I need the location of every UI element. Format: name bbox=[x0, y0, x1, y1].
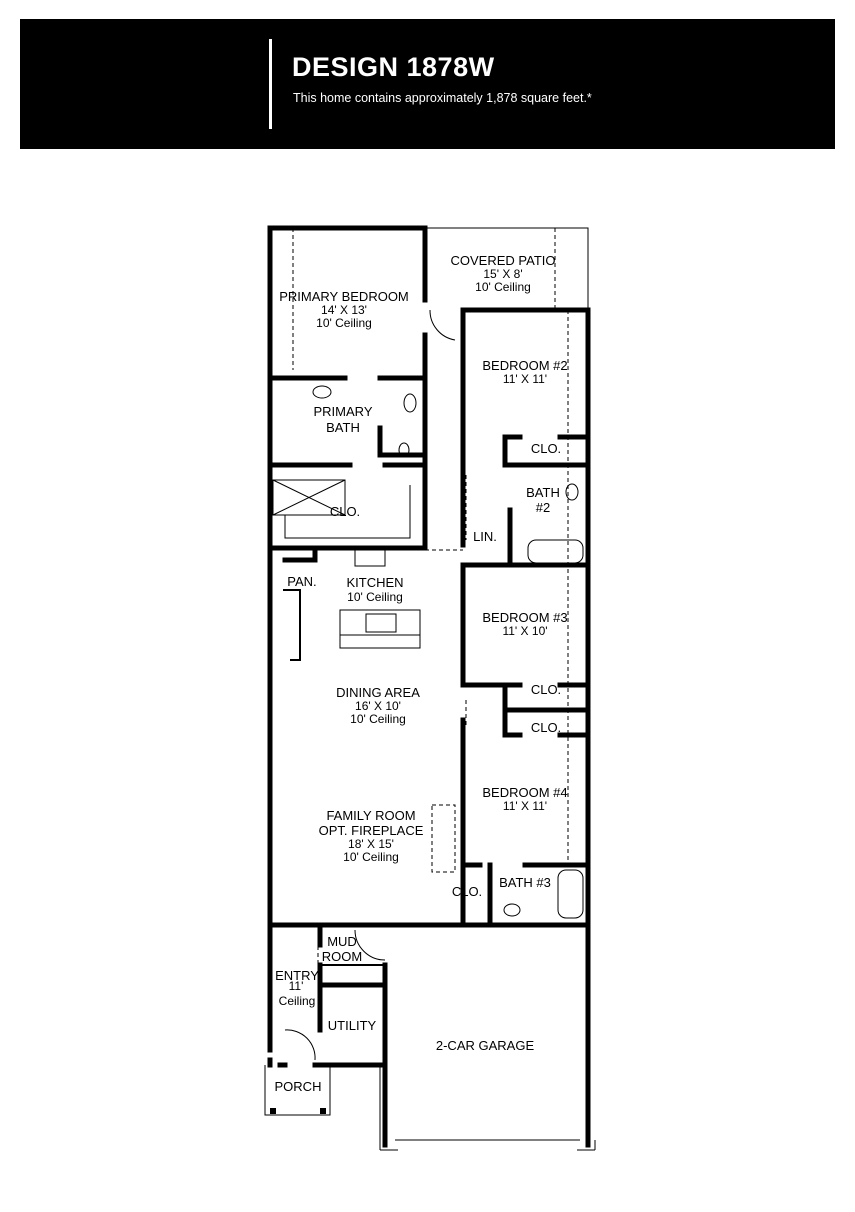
label-primary-closet: CLO. bbox=[330, 504, 360, 519]
design-subtitle: This home contains approximately 1,878 s… bbox=[293, 91, 592, 105]
label-bedroom-4: BEDROOM #4 bbox=[482, 785, 567, 800]
label-primary-bath-2: BATH bbox=[326, 420, 360, 435]
header-banner: DESIGN 1878W This home contains approxim… bbox=[20, 19, 835, 149]
label-mud-room: MUD bbox=[327, 934, 357, 949]
label-primary-bedroom: PRIMARY BEDROOM bbox=[279, 289, 409, 304]
label-bedroom-2: BEDROOM #2 bbox=[482, 358, 567, 373]
label-porch: PORCH bbox=[275, 1079, 322, 1094]
label-dining-ceiling: 10' Ceiling bbox=[350, 712, 406, 726]
label-fireplace-note: OPT. FIREPLACE bbox=[319, 823, 424, 838]
label-bed3-closet: CLO. bbox=[531, 682, 561, 697]
label-family-room: FAMILY ROOM bbox=[326, 808, 415, 823]
label-primary-bath: PRIMARY bbox=[314, 404, 373, 419]
label-bedroom-3-dims: 11' X 10' bbox=[502, 624, 547, 638]
label-entry: ENTRY bbox=[275, 968, 319, 983]
label-dining-dims: 16' X 10' bbox=[355, 699, 401, 713]
fixtures bbox=[272, 228, 584, 1061]
divider bbox=[269, 39, 272, 129]
porch-outline bbox=[264, 1065, 331, 1116]
label-bedroom-4-dims: 11' X 11' bbox=[503, 799, 547, 813]
label-bed4-closet: CLO. bbox=[531, 720, 561, 735]
label-covered-patio: COVERED PATIO bbox=[451, 253, 556, 268]
label-entry-ceiling: 11' bbox=[289, 979, 304, 993]
label-linen: LIN. bbox=[473, 529, 497, 544]
label-bath-2: BATH bbox=[526, 485, 560, 500]
design-title: DESIGN 1878W bbox=[292, 52, 495, 82]
label-mud-room-2: ROOM bbox=[322, 949, 362, 964]
label-bath-2-num: #2 bbox=[536, 500, 550, 515]
label-entry-ceiling-2: Ceiling bbox=[279, 994, 316, 1008]
label-covered-patio-dims: 15' X 8' bbox=[483, 267, 522, 281]
label-family-dims: 18' X 15' bbox=[348, 837, 394, 851]
label-hall-closet: CLO. bbox=[452, 884, 482, 899]
label-family-ceiling: 10' Ceiling bbox=[343, 850, 399, 864]
label-bed2-closet: CLO. bbox=[531, 441, 561, 456]
label-kitchen: KITCHEN bbox=[346, 575, 403, 590]
label-bedroom-2-dims: 11' X 11' bbox=[503, 372, 547, 386]
room-labels: COVERED PATIO 15' X 8' 10' Ceiling PRIMA… bbox=[275, 253, 568, 1094]
label-primary-bedroom-dims: 14' X 13' bbox=[321, 303, 367, 317]
label-covered-patio-ceiling: 10' Ceiling bbox=[475, 280, 531, 294]
label-utility: UTILITY bbox=[328, 1018, 377, 1033]
label-kitchen-ceiling: 10' Ceiling bbox=[347, 590, 403, 604]
label-bath-3: BATH #3 bbox=[499, 875, 551, 890]
label-primary-bedroom-ceiling: 10' Ceiling bbox=[316, 316, 372, 330]
label-pantry: PAN. bbox=[287, 574, 316, 589]
label-garage: 2-CAR GARAGE bbox=[436, 1038, 535, 1053]
walls bbox=[267, 225, 596, 1151]
label-bedroom-3: BEDROOM #3 bbox=[482, 610, 567, 625]
label-dining: DINING AREA bbox=[336, 685, 420, 700]
